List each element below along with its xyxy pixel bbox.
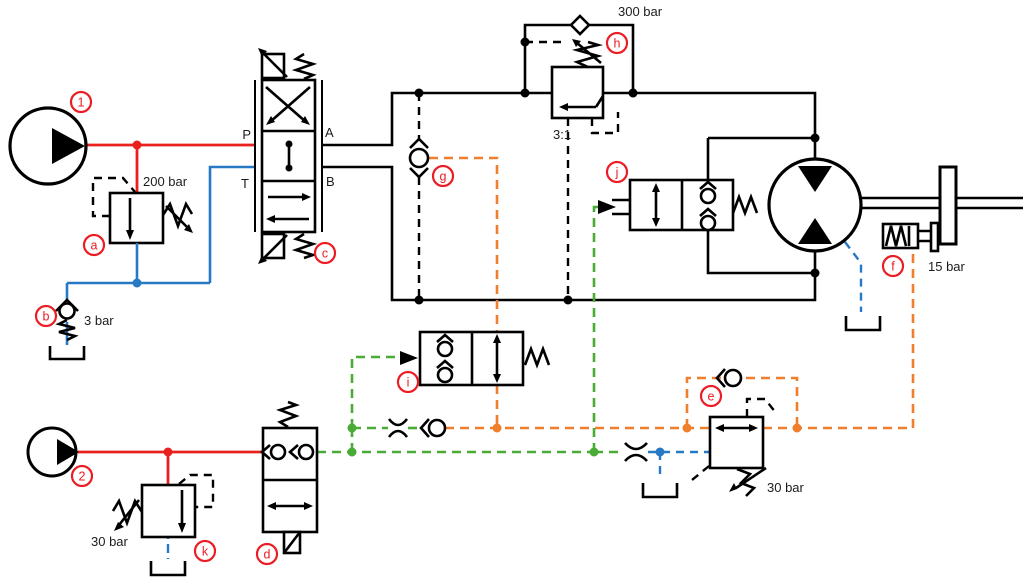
pressure-label-f: 15 bar [928,259,966,274]
pressure-label-a: 200 bar [143,174,188,189]
marker-e: e [699,384,723,408]
pilot-arrow-i [400,351,418,365]
spring-top [291,52,318,81]
port-label-b: B [326,174,335,189]
port-label-t: T [241,176,249,191]
check-valve-b [55,298,79,342]
pilot-arrow-j [598,200,616,214]
relief-valve-k [111,483,197,539]
spring-d [275,400,301,429]
marker-d: d [255,542,279,566]
check-valve-h-bypass [569,14,591,36]
ratio-label-h: 3:1 [553,127,571,142]
spring-f [884,225,908,247]
orifice-pilot-upper [387,418,409,438]
svg-text:i: i [407,376,410,390]
pump-flow-triangle [57,439,79,465]
svg-text:2: 2 [79,470,86,484]
svg-text:c: c [322,247,328,261]
solenoid-top [260,52,286,80]
pressure-lines-pump1 [86,143,255,193]
check-valve-e-bypass [715,368,743,388]
pilot-valve-j [598,178,759,232]
work-line-B [322,165,817,302]
junction-dots [132,37,820,457]
bypass-h [523,14,635,93]
brake-disc [938,165,958,246]
spring-e [736,467,757,497]
branch-valve-j [706,136,815,275]
tank-symbol-k [149,561,187,577]
svg-text:e: e [708,390,715,404]
pump-flow-triangle [52,128,85,164]
pressure-label-e: 30 bar [767,480,805,495]
pressure-label-k: 30 bar [91,534,129,549]
solenoid-bottom [260,232,286,260]
component-markers: 1 2 a b c d e f g h i j k [34,31,905,566]
work-line-A [322,91,817,159]
pilot-valve-i [400,330,551,387]
port-label-p: P [242,127,251,142]
marker-pump2: 2 [70,464,94,488]
pressure-label-h: 300 bar [618,4,663,19]
valve-d [260,400,319,555]
pump-1 [8,106,88,186]
svg-text:j: j [615,166,619,180]
pump-2 [26,426,79,478]
brake-cylinder-f [881,221,940,253]
drain-k [149,537,187,577]
marker-a: a [82,233,106,257]
relief-valve-a [108,191,194,246]
marker-b: b [34,304,58,328]
svg-text:k: k [202,545,209,559]
tank-symbol-e [641,483,679,499]
pilot-lines-black [91,40,777,509]
spring-j [731,193,759,217]
shuttle-valve-g [408,137,430,179]
pressure-valve-e [708,415,767,497]
pilot-lines-green [317,205,624,454]
check-valve-pilot [419,418,447,438]
orifice-pilot-lower [624,442,648,462]
marker-i: i [396,370,420,394]
svg-text:f: f [891,260,895,274]
directional-valve-c [254,48,323,264]
brake-pad [929,221,940,253]
svg-text:h: h [614,37,621,51]
pressure-label-b: 3 bar [84,313,114,328]
port-label-a: A [325,125,334,140]
drain-near-e [641,450,710,499]
counterbalance-valve-h [550,39,605,120]
spring-i [523,345,551,369]
motor-case-drain [844,241,882,332]
marker-pump1: 1 [69,90,93,114]
hydraulic-motor [767,157,863,253]
svg-text:a: a [91,239,98,253]
marker-f: f [881,254,905,278]
tank-symbol-motor [844,316,882,332]
svg-text:1: 1 [78,96,85,110]
svg-text:d: d [264,548,271,562]
marker-j: j [605,160,629,184]
text-labels: 200 bar 3 bar 300 bar 3:1 15 bar 30 bar … [84,4,966,549]
tank-symbol-b [48,346,86,361]
marker-c: c [313,241,337,265]
marker-h: h [605,31,629,55]
marker-g: g [431,164,455,188]
spring-bottom [291,232,318,260]
svg-text:g: g [440,170,447,184]
marker-k: k [193,539,217,563]
pressure-lines-pump2 [78,450,263,485]
svg-text:b: b [43,310,50,324]
pilot-lines-orange [429,156,915,430]
